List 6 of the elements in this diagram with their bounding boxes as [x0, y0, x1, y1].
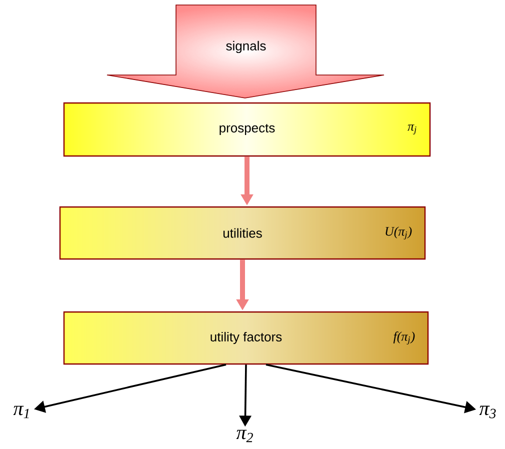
process-box: prospects π$_{j}$ — [63, 102, 431, 157]
process-box: utility factors f(π$_{j}$) — [63, 311, 429, 365]
symbol-label: π$_{3}$ — [479, 406, 496, 418]
symbol-label: π$_{1}$ — [13, 406, 29, 418]
symbol-label: π$_{2}$ — [236, 430, 253, 442]
process-box: utilities U(π$_{j}$) — [59, 206, 426, 260]
